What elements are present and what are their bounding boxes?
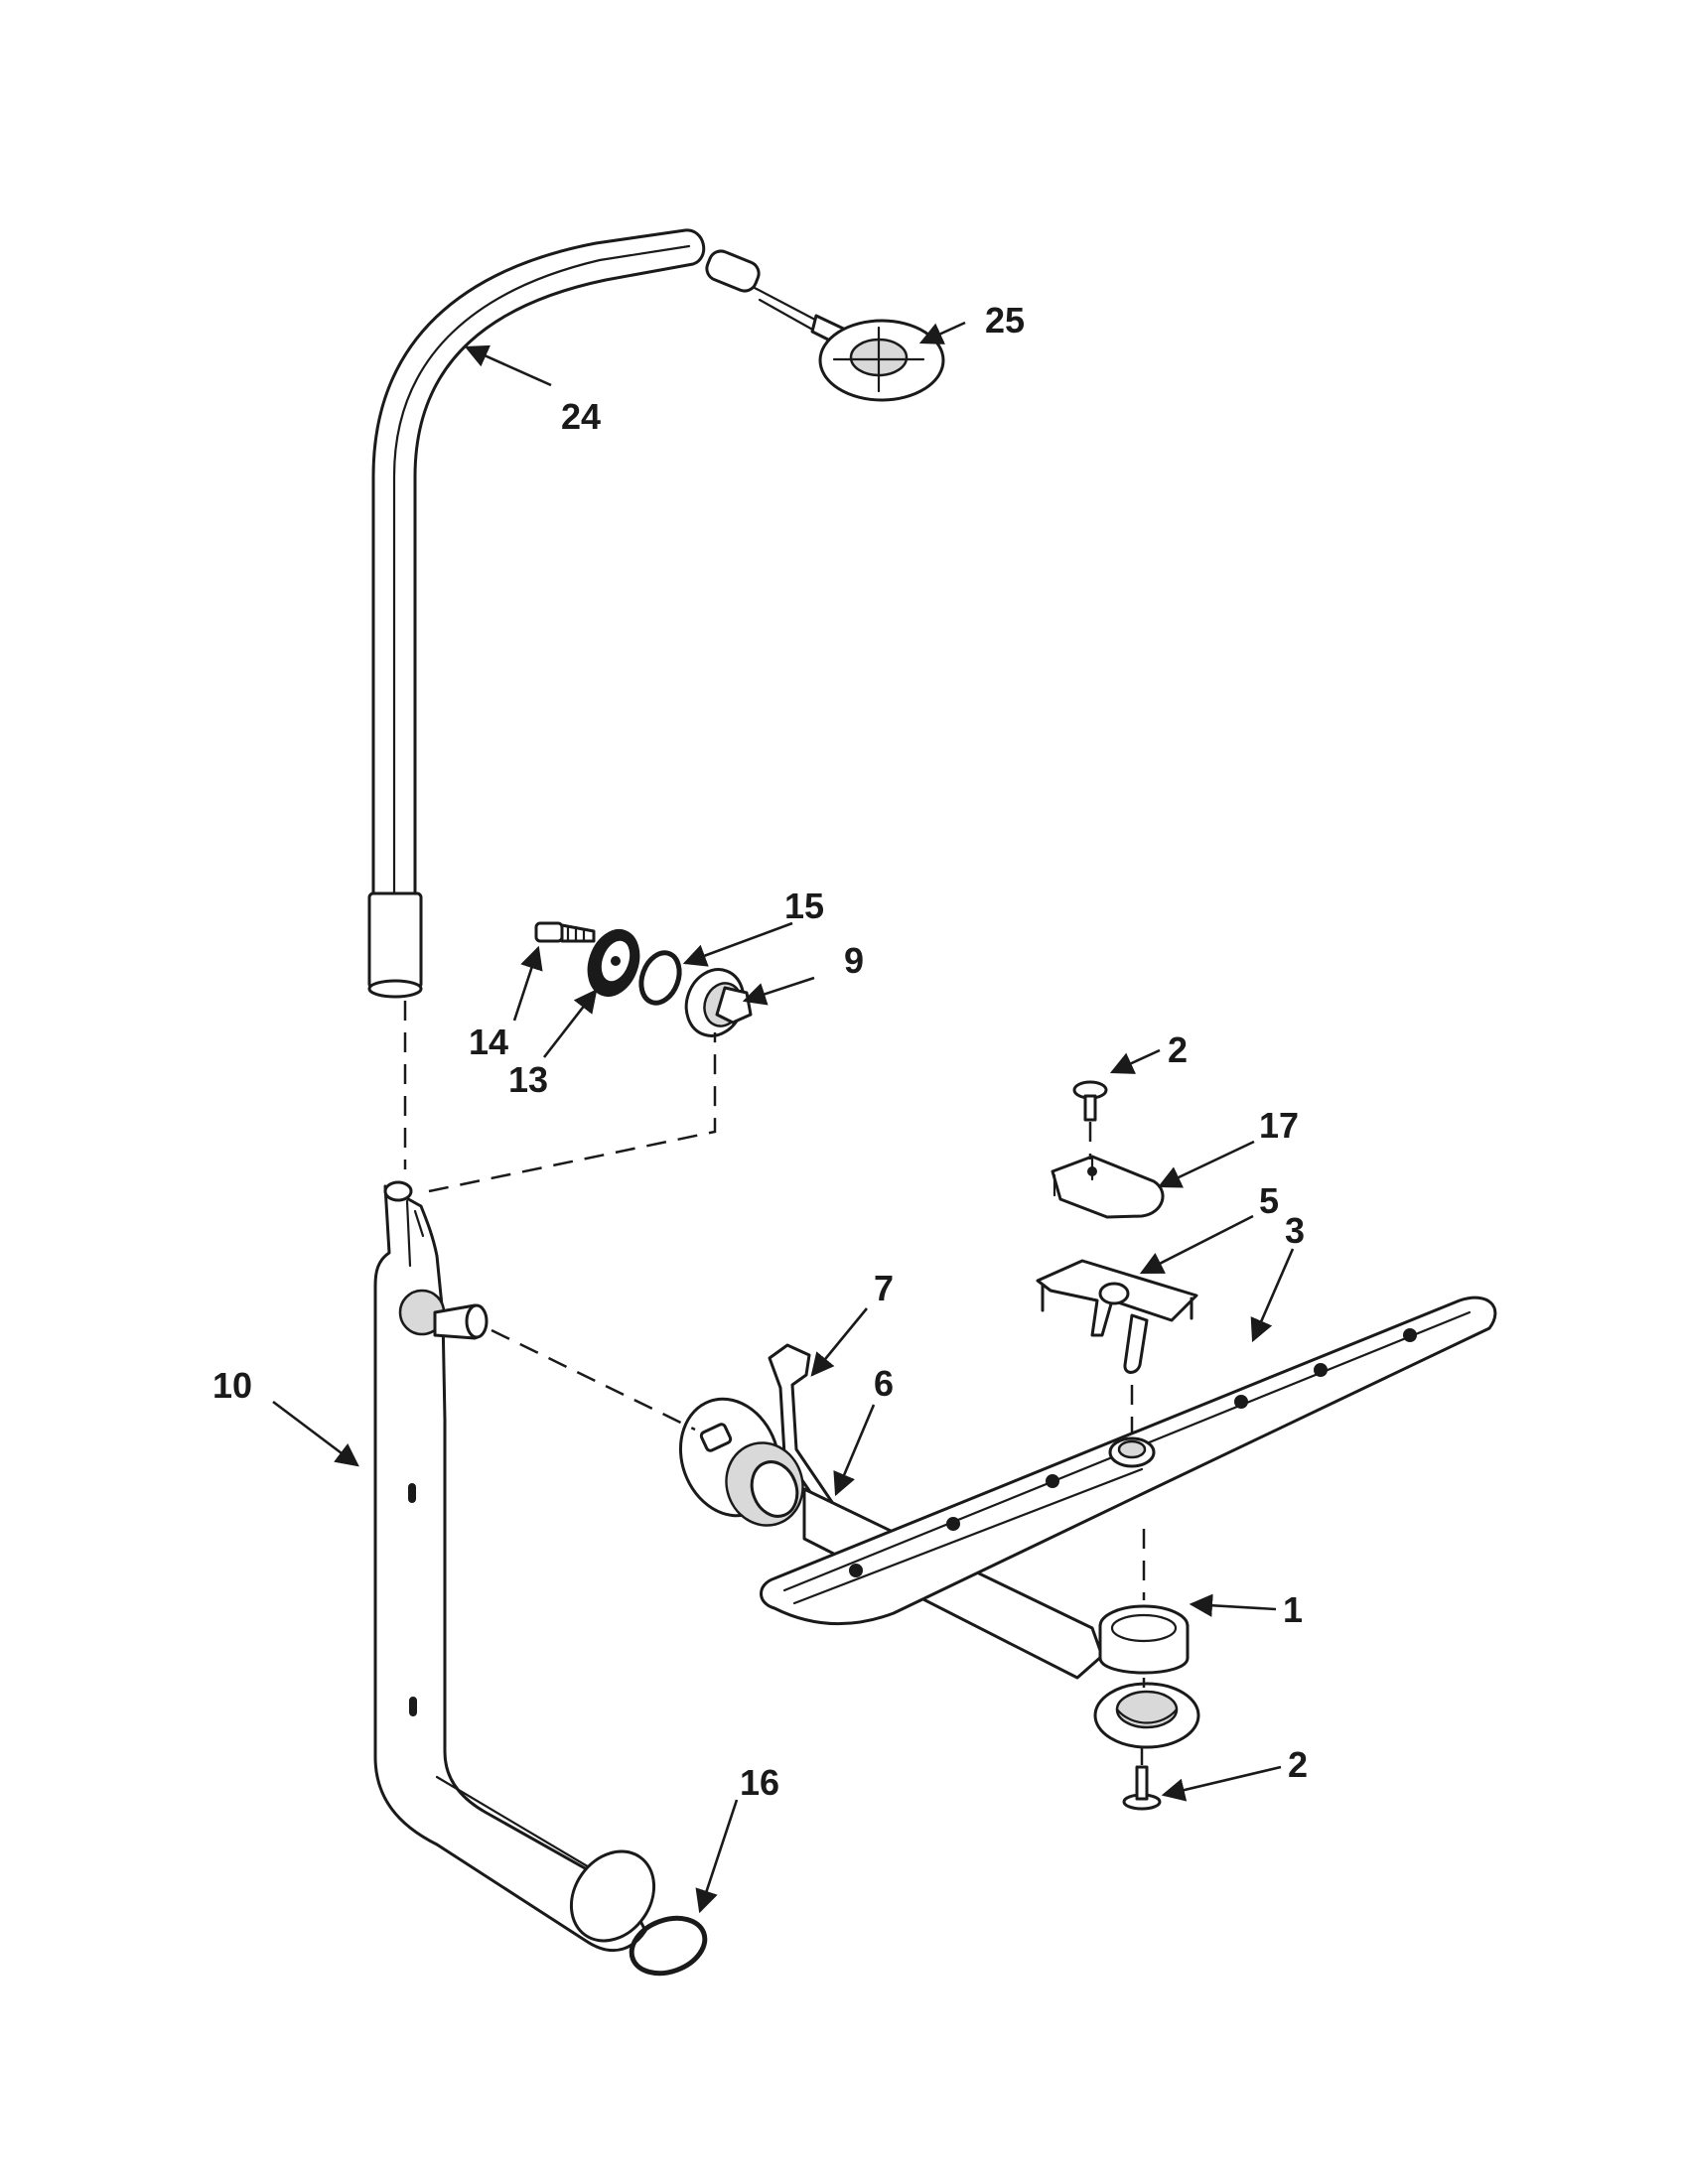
o-ring-16 xyxy=(629,1915,708,1977)
callout-leaders xyxy=(272,321,1295,1914)
callout-6: 6 xyxy=(874,1363,894,1404)
screw-14 xyxy=(534,921,596,943)
upper-spray-nozzle xyxy=(705,249,945,402)
callout-14: 14 xyxy=(469,1022,508,1062)
callout-10: 10 xyxy=(212,1365,252,1406)
nut-9 xyxy=(684,968,753,1037)
spray-arm-hub xyxy=(1093,1682,1200,1749)
callout-17: 17 xyxy=(1259,1105,1299,1146)
lower-spray-arm-3 xyxy=(760,1296,1497,1626)
lower-supply-manifold xyxy=(373,1180,656,1953)
cover-17 xyxy=(1051,1155,1165,1219)
callout-9: 9 xyxy=(844,940,864,981)
callout-16: 16 xyxy=(740,1762,779,1803)
diverter-bracket-7 xyxy=(768,1343,842,1526)
upper-supply-tube xyxy=(367,228,706,999)
callout-5: 5 xyxy=(1259,1180,1279,1221)
o-ring-15 xyxy=(638,950,682,1006)
callout-13: 13 xyxy=(508,1059,548,1100)
callout-15: 15 xyxy=(784,886,824,926)
callout-24: 24 xyxy=(561,396,601,437)
seal-13 xyxy=(587,929,640,997)
screw-2-top xyxy=(1072,1080,1108,1122)
callout-25: 25 xyxy=(985,300,1025,341)
bearing-ring-1 xyxy=(1098,1604,1190,1675)
callout-7: 7 xyxy=(874,1268,894,1308)
callout-1: 1 xyxy=(1283,1589,1303,1630)
callout-3: 3 xyxy=(1285,1210,1305,1251)
callout-2-top: 2 xyxy=(1168,1029,1188,1070)
callout-2-bottom: 2 xyxy=(1288,1744,1308,1785)
bracket-5 xyxy=(1036,1259,1198,1374)
screw-2-bottom xyxy=(1122,1765,1162,1811)
callout-labels: 1 2 2 3 5 6 7 9 10 13 14 15 16 17 24 25 xyxy=(212,300,1308,1803)
assembly-guide-lines xyxy=(403,1001,1146,1765)
